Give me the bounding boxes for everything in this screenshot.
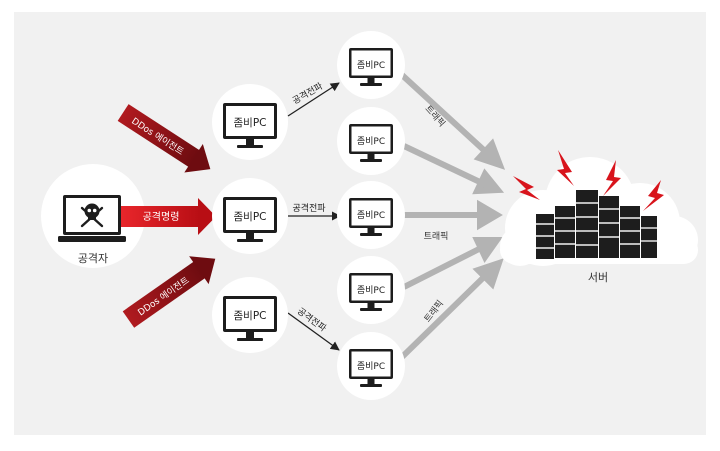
zombie-pc-label: 좀비PC bbox=[357, 210, 385, 221]
command-arrow bbox=[121, 198, 216, 235]
zombie-pc-label: 좀비PC bbox=[234, 310, 267, 322]
lightning-bolt-icons bbox=[513, 150, 664, 211]
traffic-label-center: 트래픽 bbox=[424, 231, 449, 242]
traffic-arrows bbox=[399, 72, 506, 360]
zombie-pc-right-2: 좀비PC bbox=[337, 107, 405, 175]
zombie-pc-label: 좀비PC bbox=[357, 361, 385, 372]
zombie-pc-label: 좀비PC bbox=[234, 117, 267, 129]
zombie-pc-right-5: 좀비PC bbox=[337, 332, 405, 400]
zombie-pc-label: 좀비PC bbox=[234, 211, 267, 223]
zombie-pc-middle-center: 좀비PC bbox=[212, 178, 288, 254]
zombie-pc-label: 좀비PC bbox=[357, 285, 385, 296]
propagation-label-center: 공격전파 bbox=[292, 202, 326, 214]
server-label: 서버 bbox=[588, 271, 608, 284]
skull-crossbones-icon bbox=[80, 203, 104, 228]
attacker-label: 공격자 bbox=[78, 252, 108, 265]
server-rack-icon bbox=[536, 190, 657, 259]
zombie-pc-right-1: 좀비PC bbox=[337, 31, 405, 99]
propagation-arrows bbox=[287, 82, 341, 351]
zombie-pc-middle-bottom: 좀비PC bbox=[212, 277, 288, 353]
command-label: 공격명령 bbox=[143, 210, 180, 223]
zombie-pc-right-3: 좀비PC bbox=[337, 181, 405, 249]
zombie-pc-label: 좀비PC bbox=[357, 60, 385, 71]
zombie-pc-middle-top: 좀비PC bbox=[212, 84, 288, 160]
zombie-pc-right-4: 좀비PC bbox=[337, 256, 405, 324]
zombie-pc-label: 좀비PC bbox=[357, 136, 385, 147]
